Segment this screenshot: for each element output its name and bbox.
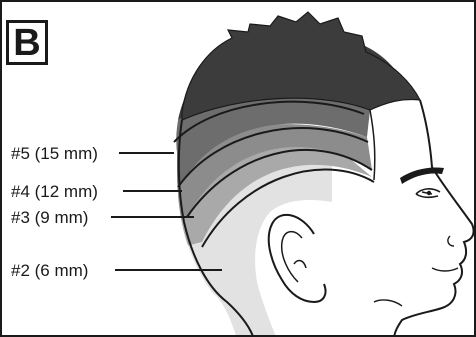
guard-label-3: #3 (9 mm) bbox=[11, 209, 88, 226]
guard-label-4: #4 (12 mm) bbox=[11, 183, 98, 200]
guard-label-2: #2 (6 mm) bbox=[11, 262, 88, 279]
guard-label-5: #5 (15 mm) bbox=[11, 145, 98, 162]
